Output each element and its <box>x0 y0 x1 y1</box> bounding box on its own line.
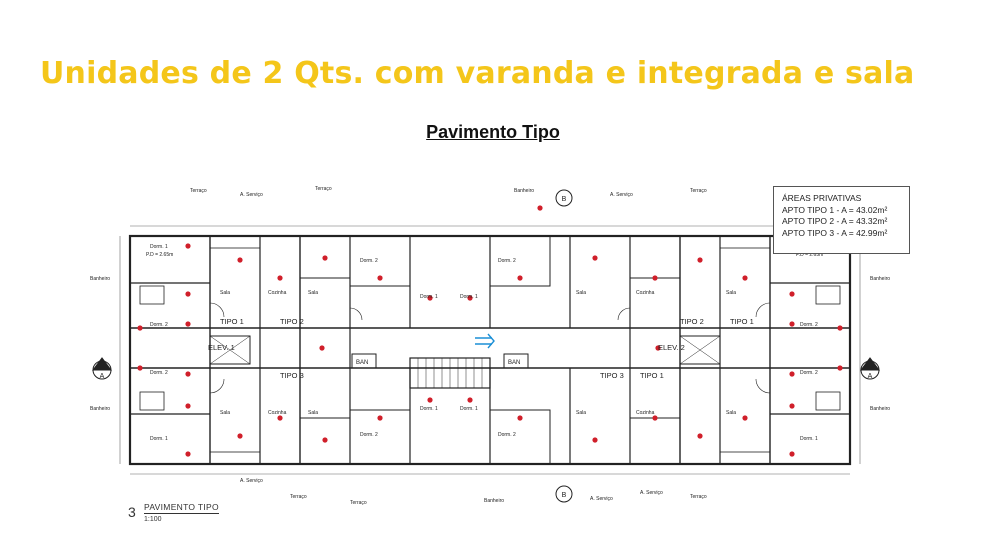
annot-terraco-bottom-right: Terraço <box>690 494 707 500</box>
annot-terraco-top-left: Terraço <box>190 188 207 194</box>
room-dorm1-bottom-center-left: Dorm. 1 <box>420 406 438 412</box>
room-dorm2-low-right: Dorm. 2 <box>800 370 818 376</box>
room-dorm1-bottom-center: Dorm. 1 <box>460 406 478 412</box>
room-cozinha-top-right: Cozinha <box>636 290 655 296</box>
annot-aservico-bottom-right: A. Serviço <box>590 496 613 502</box>
annot-aservico-bottom-left: A. Serviço <box>240 478 263 484</box>
label-ban-left: BAN <box>356 360 368 366</box>
annot-banheiro-right-bottom: Banheiro <box>870 406 890 412</box>
floor-plan: A A B B TIPO 1 TIPO 2 TIPO 2 TIPO 1 TIPO… <box>90 186 890 506</box>
room-sala-top-right: Sala <box>726 290 736 296</box>
annot-aservico-top-right: A. Serviço <box>610 192 633 198</box>
room-pd-top-right: P.D = 2.65m <box>796 252 823 258</box>
room-dorm1-top-center: Dorm. 1 <box>460 294 478 300</box>
room-pd-top-left: P.D = 2.65m <box>146 252 173 258</box>
annot-aservico-top-left: A. Serviço <box>240 192 263 198</box>
drawing-scale: 1:100 <box>144 516 162 523</box>
room-dorm2-top-center-left: Dorm. 2 <box>360 258 378 264</box>
room-cozinha-bottom-right: Cozinha <box>636 410 655 416</box>
label-tipo1-right: TIPO 1 <box>730 317 754 326</box>
section-marker-a-left: A <box>100 373 105 380</box>
room-dorm2-bottom-center-left: Dorm. 2 <box>360 432 378 438</box>
annot-terraco-bottom-left: Terraço <box>290 494 307 500</box>
label-tipo2-right: TIPO 2 <box>680 317 704 326</box>
areas-line-tipo1: APTO TIPO 1 - A = 43.02m² <box>782 204 888 215</box>
room-cozinha-bottom-left: Cozinha <box>268 410 287 416</box>
room-sala-bottom-left: Sala <box>220 410 230 416</box>
annot-banheiro-bottom-center: Banheiro <box>484 498 504 504</box>
annot-banheiro-left-bottom: Banheiro <box>90 406 110 412</box>
room-sala-top-left: Sala <box>220 290 230 296</box>
label-elev1: ELEV. 1 <box>208 343 235 352</box>
room-sala-top-center-left: Sala <box>308 290 318 296</box>
annot-terraco-bottom-center-left: Terraço <box>350 500 367 506</box>
drawing-number: 3 <box>128 504 136 520</box>
room-sala-bottom-center-left: Sala <box>308 410 318 416</box>
room-dorm1-top-left: Dorm. 1 <box>150 244 168 250</box>
room-dorm1-top-center-left: Dorm. 1 <box>420 294 438 300</box>
room-dorm2-mid-right: Dorm. 2 <box>800 322 818 328</box>
section-marker-b-bottom: B <box>562 492 567 499</box>
areas-line-tipo3: APTO TIPO 3 - A = 42.99m² <box>782 227 888 238</box>
areas-line-tipo2: APTO TIPO 2 - A = 43.32m² <box>782 216 888 226</box>
section-marker-a-right: A <box>868 373 873 380</box>
label-ban-right: BAN <box>508 360 520 366</box>
label-tipo3-bottom: TIPO 3 <box>600 371 624 380</box>
label-tipo-bottom-left: TIPO 3 <box>280 371 304 380</box>
label-elev2: ELEV. 2 <box>658 343 685 352</box>
plan-subtitle: Pavimento Tipo <box>426 122 560 142</box>
areas-heading: ÁREAS PRIVATIVAS <box>782 193 862 203</box>
page-title: Unidades de 2 Qts. com varanda e integra… <box>40 56 915 91</box>
annot-banheiro-top-center: Banheiro <box>514 188 534 194</box>
annot-terraco-top-center-left: Terraço <box>315 186 332 192</box>
room-dorm2-bottom-center-right: Dorm. 2 <box>498 432 516 438</box>
room-dorm1-bottom-left: Dorm. 1 <box>150 436 168 442</box>
label-tipo2-left: TIPO 2 <box>280 317 304 326</box>
room-sala-bottom-center-right: Sala <box>576 410 586 416</box>
label-tipo1-left: TIPO 1 <box>220 317 244 326</box>
annot-terraco-top-right: Terraço <box>690 188 707 194</box>
annot-banheiro-right-top: Banheiro <box>870 276 890 282</box>
section-marker-b-top: B <box>562 196 567 203</box>
room-sala-bottom-right: Sala <box>726 410 736 416</box>
annot-aservico-bottom-far-right: A. Serviço <box>640 490 663 496</box>
annot-banheiro-left-top: Banheiro <box>90 276 110 282</box>
drawing-label: PAVIMENTO TIPO <box>144 502 219 514</box>
room-dorm1-bottom-right: Dorm. 1 <box>800 436 818 442</box>
room-dorm2-mid-left: Dorm. 2 <box>150 322 168 328</box>
room-dorm2-top-center-right: Dorm. 2 <box>498 258 516 264</box>
room-cozinha-top-left: Cozinha <box>268 290 287 296</box>
room-dorm2-low-left: Dorm. 2 <box>150 370 168 376</box>
private-areas-box: ÁREAS PRIVATIVAS APTO TIPO 1 - A = 43.02… <box>773 186 910 254</box>
room-sala-top-center-right: Sala <box>576 290 586 296</box>
label-tipo1-bottom: TIPO 1 <box>640 371 664 380</box>
